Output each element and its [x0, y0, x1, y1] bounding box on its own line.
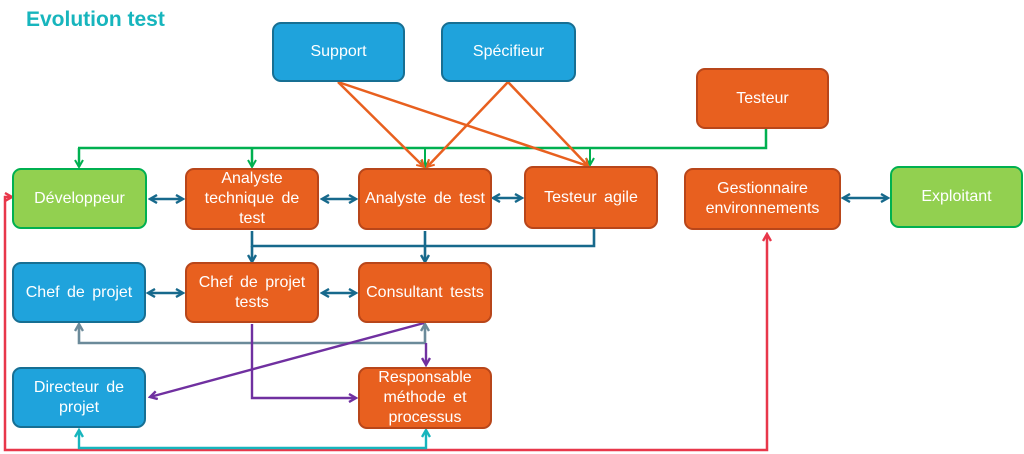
node-testeur[interactable]: Testeur — [696, 68, 829, 129]
edge-support-analyste-test — [337, 81, 424, 167]
edge-consultant-directeur — [150, 321, 425, 397]
node-gestionnaire-environnements[interactable]: Gestionnaire environnements — [684, 168, 841, 230]
node-label: Chef de projet tests — [198, 273, 306, 311]
node-testeur-agile[interactable]: Testeur agile — [524, 166, 658, 229]
node-developpeur[interactable]: Développeur — [12, 168, 147, 229]
node-label: Gestionnaire environnements — [705, 180, 820, 217]
node-label: Consultant tests — [366, 283, 484, 301]
node-chef-projet[interactable]: Chef de projet — [12, 262, 146, 323]
node-chef-projet-tests[interactable]: Chef de projet tests — [185, 262, 319, 323]
node-label: Support — [310, 43, 367, 60]
node-exploitant[interactable]: Exploitant — [890, 166, 1023, 228]
node-consultant-tests[interactable]: Consultant tests — [358, 262, 492, 323]
node-label: Testeur agile — [544, 188, 638, 206]
edge-developpeur-gestionnaire — [3, 197, 767, 452]
node-specifieur[interactable]: Spécifieur — [441, 22, 576, 82]
diagram-title: Evolution test — [26, 8, 165, 31]
node-directeur-projet[interactable]: Directeur de projet — [12, 367, 146, 428]
node-label: Développeur — [34, 189, 125, 207]
node-support[interactable]: Support — [272, 22, 405, 82]
node-label: Analyste technique de test — [204, 170, 300, 227]
node-label: Responsable méthode et processus — [378, 369, 472, 426]
edge-support-testeur-agile — [337, 80, 588, 166]
node-analyste-technique[interactable]: Analyste technique de test — [185, 168, 319, 230]
node-responsable-methode[interactable]: Responsable méthode et processus — [358, 367, 492, 429]
node-label: Directeur de projet — [33, 378, 125, 416]
node-label: Exploitant — [921, 188, 992, 205]
edge-testeur-bus — [78, 128, 768, 150]
node-label: Testeur — [736, 89, 789, 107]
node-analyste-test[interactable]: Analyste de test — [358, 168, 492, 230]
edge-specifieur-analyste-test — [427, 81, 509, 167]
edge-directeur-responsable — [79, 430, 426, 450]
node-label: Analyste de test — [365, 190, 485, 207]
edge-specifieur-testeur-agile — [507, 81, 588, 166]
node-label: Chef de projet — [25, 283, 133, 301]
node-label: Spécifieur — [472, 43, 545, 60]
edge-analysts-bus — [250, 229, 596, 248]
edge-chef-projet-tests-responsable — [250, 324, 356, 398]
